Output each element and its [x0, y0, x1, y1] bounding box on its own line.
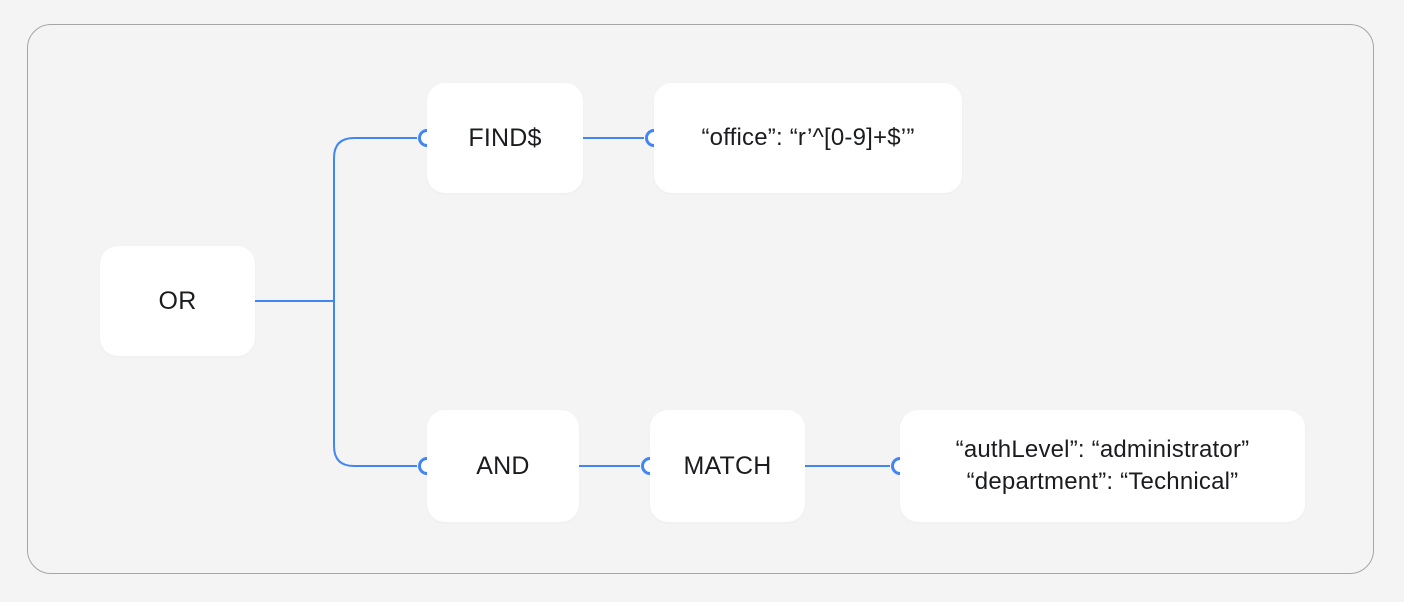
node-and-label: AND	[476, 451, 530, 480]
node-find-value-text: “office”: “r’^[0-9]+$’”	[701, 124, 915, 151]
node-match-label: MATCH	[683, 451, 772, 480]
node-and[interactable]: AND	[427, 410, 579, 522]
node-match-value-line2: “department”: “Technical”	[966, 468, 1239, 495]
diagram-frame	[27, 24, 1374, 574]
node-find-label: FIND$	[468, 123, 542, 152]
node-find-value[interactable]: “office”: “r’^[0-9]+$’”	[654, 83, 962, 193]
node-or-label: OR	[158, 286, 197, 315]
node-match-value-line1: “authLevel”: “administrator”	[955, 436, 1250, 463]
node-or[interactable]: OR	[100, 246, 255, 356]
node-match-value[interactable]: “authLevel”: “administrator” “department…	[900, 410, 1305, 522]
node-find[interactable]: FIND$	[427, 83, 583, 193]
node-match[interactable]: MATCH	[650, 410, 805, 522]
